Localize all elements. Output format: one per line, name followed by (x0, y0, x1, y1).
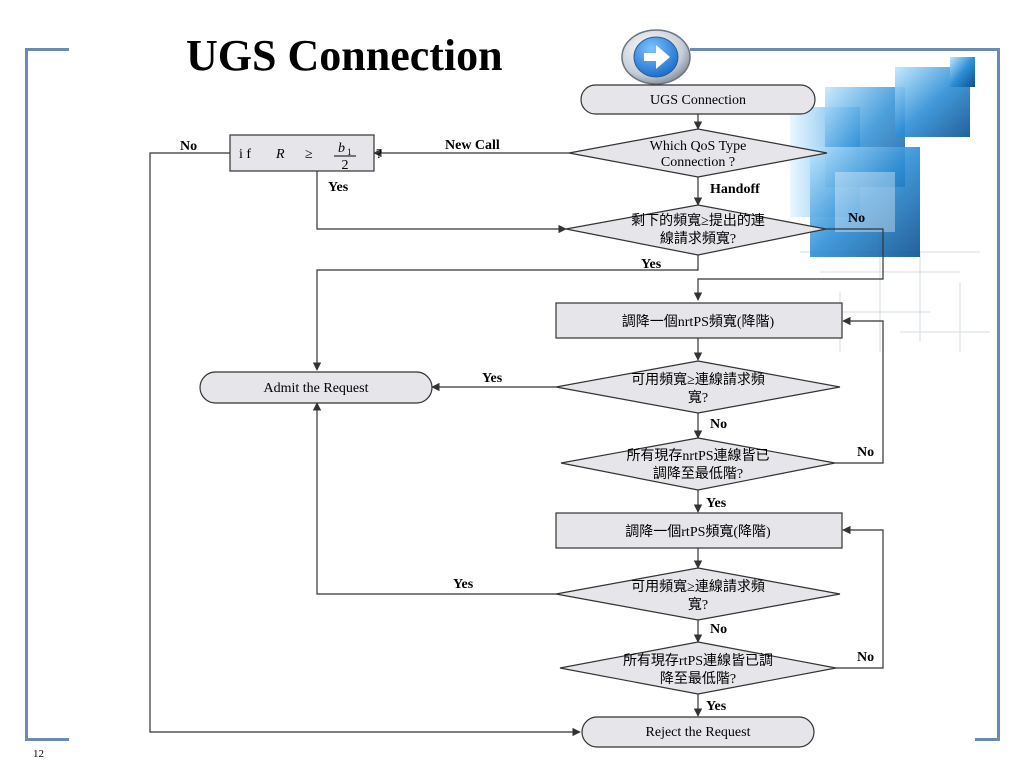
edge-label-all-rtps-no: No (857, 650, 874, 665)
edge-label-avail2-no: No (710, 622, 727, 637)
edge-label-all-nrtps-no: No (857, 445, 874, 460)
edge-label-all-rtps-yes: Yes (706, 699, 727, 714)
node-admit: Admit the Request (199, 371, 433, 404)
node-qos-line2: Connection ? (661, 155, 735, 170)
node-qos-decision: Which QoS Type Connection ? (568, 128, 828, 178)
node-all-rtps-line1: 所有現存rtPS連線皆已調 (623, 653, 773, 669)
node-available2-line1: 可用頻寬≥連線請求頻 (631, 578, 765, 595)
node-if-condition: i f R ≥ b 1 2 ? (229, 134, 382, 173)
edge-label-all-nrtps-yes: Yes (706, 496, 727, 511)
edge-label-if-no: No (180, 139, 197, 154)
node-available-check-1: 可用頻寬≥連線請求頻 寬? (555, 360, 841, 414)
edge-label-avail2-yes: Yes (453, 577, 474, 592)
node-reject: Reject the Request (581, 716, 815, 748)
node-all-rtps-check: 所有現存rtPS連線皆已調 降至最低階? (559, 641, 837, 695)
node-bandwidth-check: 剩下的頻寬≥提出的連 線請求頻寬? (565, 204, 827, 256)
slide-frame-right-bottom (975, 738, 1000, 741)
node-available-check-2: 可用頻寬≥連線請求頻 寬? (555, 567, 841, 621)
node-bandwidth-line1: 剩下的頻寬≥提出的連 (631, 212, 765, 229)
if-q: ? (376, 147, 382, 162)
if-den: 2 (342, 158, 349, 173)
edge-label-if-yes: Yes (328, 180, 349, 195)
if-op: ≥ (305, 147, 313, 162)
node-admit-label: Admit the Request (264, 381, 369, 396)
node-reduce-rtps: 調降一個rtPS頻寬(降階) (555, 512, 843, 549)
connectors (149, 114, 884, 737)
node-reject-label: Reject the Request (646, 725, 751, 740)
if-num: b (338, 141, 345, 156)
if-var: R (275, 147, 285, 162)
if-prefix: i f (239, 147, 251, 162)
node-start: UGS Connection (580, 84, 816, 115)
node-all-rtps-line2: 降至最低階? (660, 671, 736, 687)
node-start-label: UGS Connection (650, 93, 746, 108)
node-all-nrtps-check: 所有現存nrtPS連線皆已 調降至最低階? (560, 437, 836, 491)
slide-number: 12 (33, 748, 44, 760)
edge-labels: New Call Handoff No Yes No Yes Yes No No… (180, 138, 874, 714)
node-all-nrtps-line2: 調降至最低階? (653, 466, 743, 482)
node-reduce-rtps-label: 調降一個rtPS頻寬(降階) (625, 523, 771, 540)
node-available1-line1: 可用頻寬≥連線請求頻 (631, 371, 765, 388)
arrow-right-icon[interactable] (620, 29, 692, 85)
node-reduce-nrtps: 調降一個nrtPS頻寬(降階) (555, 302, 843, 339)
node-available1-line2: 寬? (688, 389, 708, 406)
slide-frame-left (25, 48, 69, 741)
edge-label-new-call: New Call (445, 138, 500, 153)
edge-label-avail1-no: No (710, 417, 727, 432)
blue-cubes-icon (790, 57, 990, 352)
node-qos-line1: Which QoS Type (650, 139, 747, 154)
slide-frame-right (690, 48, 1000, 741)
edge-label-avail1-yes: Yes (482, 371, 503, 386)
node-all-nrtps-line1: 所有現存nrtPS連線皆已 (626, 448, 769, 464)
edge-label-bw-no: No (848, 211, 865, 226)
if-sub: 1 (347, 147, 352, 157)
node-bandwidth-line2: 線請求頻寬? (660, 230, 736, 247)
edge-label-handoff: Handoff (710, 182, 760, 197)
node-reduce-nrtps-label: 調降一個nrtPS頻寬(降階) (622, 313, 775, 330)
slide-title: UGS Connection (186, 31, 503, 80)
node-available2-line2: 寬? (688, 596, 708, 613)
edge-label-bw-yes: Yes (641, 257, 662, 272)
